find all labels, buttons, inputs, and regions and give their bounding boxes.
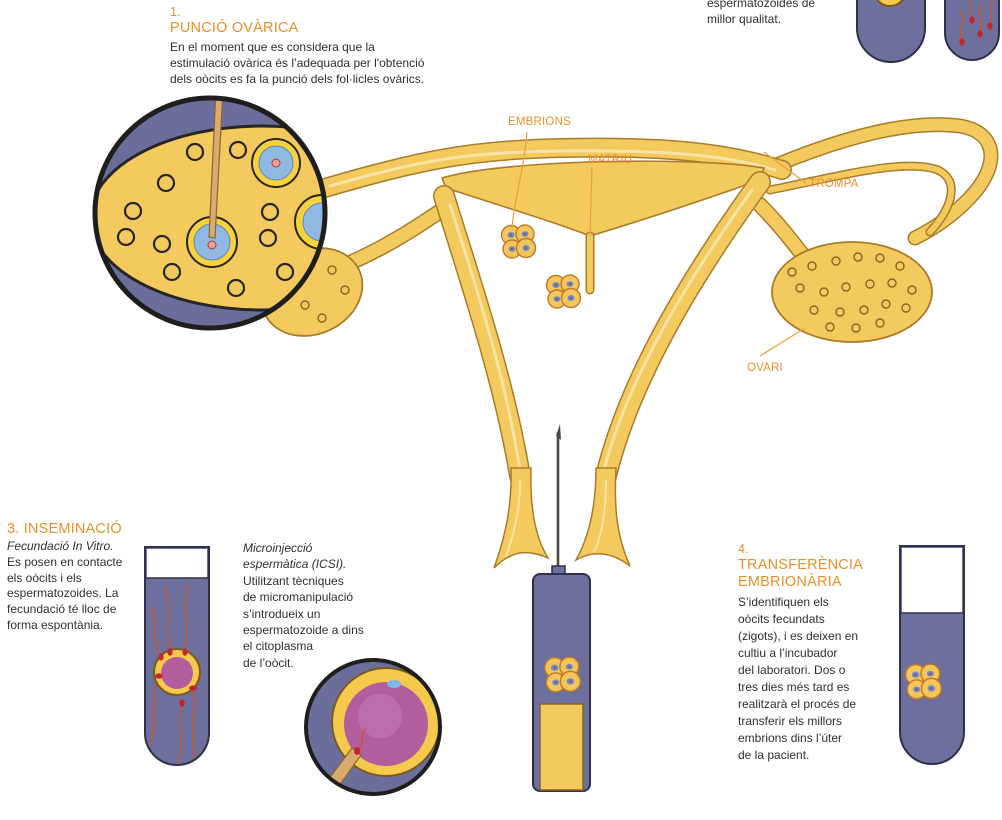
label-uterus: MATRIU [588, 154, 632, 166]
step3-line: Es posen en contacte [7, 555, 122, 571]
step4-line: tres dies més tard es [738, 679, 863, 696]
step4-number: 4. [738, 542, 863, 557]
step4-line: cultiu a l’incubador [738, 645, 863, 662]
step4-title-line: EMBRIONÀRIA [738, 574, 863, 591]
step2-line: espermatozoides de [707, 0, 815, 11]
follicle [252, 139, 300, 187]
icsi-line: el citoplasma [243, 638, 364, 654]
step4-line: de la pacient. [738, 747, 863, 764]
step4-line: embrions dins l’úter [738, 730, 863, 747]
step3-line: espermatozoides. La [7, 586, 122, 602]
step4-line: transferir els millors [738, 713, 863, 730]
icsi-magnifier [305, 659, 441, 804]
test-tube-insemination [145, 547, 209, 765]
test-tube-sperm [945, 0, 999, 60]
embryo-in-catheter [545, 657, 581, 692]
step4-line: del laboratori. Dos o [738, 662, 863, 679]
step2-line: millor qualitat. [707, 11, 815, 27]
ovarian-ligament-left [352, 206, 448, 262]
step4-line: oòcits fecundats [738, 611, 863, 628]
step1-description: En el moment que es considera que la est… [170, 39, 424, 87]
ovary-magnifier [90, 90, 434, 335]
icsi-line: Utilitzant tècniques [243, 573, 364, 589]
step4-line: S’identifiquen els [738, 594, 863, 611]
icsi-line: s’introdueix un [243, 606, 364, 622]
step1-number: 1. [170, 5, 424, 20]
step3-insemination: 3. INSEMINACIÓ Fecundació In Vitro. Es p… [7, 521, 122, 634]
ovary-right [772, 242, 932, 342]
icsi-line: de micromanipulació [243, 589, 364, 605]
step4-line: (zigots), i es deixen en [738, 628, 863, 645]
icsi-description: Microinjecció espermàtica (ICSI). Utilit… [243, 540, 364, 671]
icsi-title-line: espermàtica (ICSI). [243, 556, 364, 572]
step1-ovarian-puncture: 1. PUNCIÓ OVÀRICA En el moment que es co… [170, 5, 424, 87]
step3-title: 3. INSEMINACIÓ [7, 521, 122, 538]
label-ovary: OVARI [747, 362, 783, 374]
transfer-catheter [533, 424, 590, 791]
test-tube-oocyte [857, 0, 925, 62]
icsi-title-line: Microinjecció [243, 540, 364, 556]
embryo [547, 275, 581, 308]
step4-title: TRANSFERÈNCIA EMBRIONÀRIA [738, 557, 863, 591]
step1-line: estimulació ovàrica és l’adequada per l'… [170, 55, 424, 71]
icsi-line: espermatozoide a dins [243, 622, 364, 638]
step4-title-line: TRANSFERÈNCIA [738, 557, 863, 574]
fallopian-tube-right [760, 125, 991, 238]
cervix [494, 468, 630, 568]
embryo [502, 225, 536, 258]
step3-line: fecundació té lloc de [7, 602, 122, 618]
leader-ovary [760, 328, 805, 356]
step1-line: dels oòcits es fa la punció dels fol·lic… [170, 71, 424, 87]
test-tube-embryo [900, 546, 964, 764]
embryo-in-tube [906, 664, 942, 699]
label-embryos: EMBRIONS [508, 116, 571, 128]
icsi-line: de l’oòcit. [243, 655, 364, 671]
step1-title: PUNCIÓ OVÀRICA [170, 20, 424, 37]
step4-embryo-transfer: 4. TRANSFERÈNCIA EMBRIONÀRIA S’identifiq… [738, 542, 863, 764]
uterus [442, 161, 764, 476]
step3-line: els oòcits i els [7, 571, 122, 587]
label-fallopian-tube: TROMPA [809, 178, 859, 190]
step4-description: S’identifiquen els oòcits fecundats (zig… [738, 594, 863, 764]
step4-line: realitzarà el procés de [738, 696, 863, 713]
step3-line: forma espontània. [7, 618, 122, 634]
step1-line: En el moment que es considera que la [170, 39, 424, 55]
step3-subtitle: Fecundació In Vitro. [7, 539, 122, 555]
step2-fragment: espermatozoides de millor qualitat. [707, 0, 815, 27]
step3-description: Fecundació In Vitro. Es posen en contact… [7, 539, 122, 634]
